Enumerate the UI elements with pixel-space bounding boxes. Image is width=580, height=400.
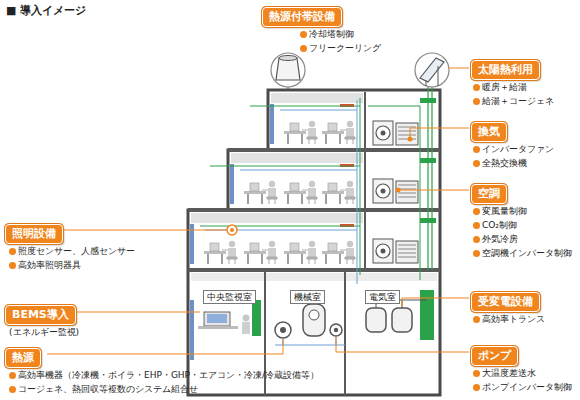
- item-text: 給湯＋コージェネ: [482, 96, 554, 106]
- bullet-dot: [300, 45, 307, 52]
- bullet-dot: [473, 316, 480, 323]
- callout-box: ポンプ大温度差送水ポンプインバータ制御: [471, 344, 518, 366]
- callout-box: BEMS導入(エネルギー監視): [5, 303, 76, 325]
- callout-heading: 熱源付帯設備: [262, 7, 342, 27]
- callout-heading: ポンプ: [471, 346, 518, 366]
- item-text: フリークーリング: [309, 43, 381, 53]
- item-text: 高効率機器（冷凍機・ボイラ・EHP・GHP・エアコン・冷凍/冷蔵設備等）: [18, 370, 319, 380]
- bullet-dot: [473, 370, 480, 377]
- bullet-dot: [473, 250, 480, 257]
- item-row: 給湯＋コージェネ: [473, 94, 554, 108]
- item-text: 空調機インバータ制御: [482, 248, 572, 258]
- item-row: 高効率トランス: [473, 312, 545, 326]
- item-text: インバータファン: [482, 144, 554, 154]
- bullet-dot: [300, 31, 307, 38]
- room-label: 中央監視室: [203, 290, 256, 304]
- item-list: 大温度差送水ポンプインバータ制御: [473, 366, 572, 394]
- bullet-dot: [9, 386, 16, 393]
- item-row: インバータファン: [473, 142, 554, 156]
- item-row: (エネルギー監視): [9, 325, 79, 339]
- item-text: 高効率トランス: [482, 314, 545, 324]
- item-list: インバータファン全熱交換機: [473, 142, 554, 170]
- room-label: 電気室: [365, 290, 400, 304]
- callout-heading: BEMS導入: [5, 305, 76, 325]
- item-row: 高効率機器（冷凍機・ボイラ・EHP・GHP・エアコン・冷凍/冷蔵設備等）: [9, 368, 319, 382]
- item-row: 変風量制御: [473, 204, 572, 218]
- item-list: 高効率機器（冷凍機・ボイラ・EHP・GHP・エアコン・冷凍/冷蔵設備等） コージェ…: [9, 368, 319, 396]
- bullet-dot: [473, 236, 480, 243]
- item-list: 冷却塔制御フリークーリング: [300, 27, 381, 55]
- item-text: 変風量制御: [482, 206, 527, 216]
- item-text: 外気冷房: [482, 234, 518, 244]
- bullet-dot: [473, 160, 480, 167]
- bullet-dot: [473, 98, 480, 105]
- item-text: ポンプインバータ制御: [482, 382, 572, 392]
- item-row: CO₂制御: [473, 218, 572, 232]
- item-text: 全熱交換機: [482, 158, 527, 168]
- bullet-dot: [9, 372, 16, 379]
- item-list: 照度センサー、人感センサー高効率照明器具: [9, 244, 135, 272]
- callout-box: 太陽熱利用暖房＋給湯給湯＋コージェネ: [471, 58, 540, 80]
- item-row: 照度センサー、人感センサー: [9, 244, 135, 258]
- bullet-dot: [473, 146, 480, 153]
- item-text: 大温度差送水: [482, 368, 536, 378]
- item-list: 高効率トランス: [473, 312, 545, 326]
- callout-heading: 太陽熱利用: [471, 60, 540, 80]
- callout-box: 熱源高効率機器（冷凍機・ボイラ・EHP・GHP・エアコン・冷凍/冷蔵設備等）コー…: [5, 346, 41, 368]
- item-text: (エネルギー監視): [9, 327, 79, 337]
- item-row: 冷却塔制御: [300, 27, 381, 41]
- room-label: 機械室: [290, 290, 325, 304]
- item-row: 高効率照明器具: [9, 258, 135, 272]
- page-title: ■ 導入イメージ: [6, 3, 86, 18]
- item-row: ポンプインバータ制御: [473, 380, 572, 394]
- item-text: 暖房＋給湯: [482, 82, 527, 92]
- bullet-dot: [473, 222, 480, 229]
- item-row: 暖房＋給湯: [473, 80, 554, 94]
- bullet-dot: [9, 248, 16, 255]
- item-row: フリークーリング: [300, 41, 381, 55]
- callout-box: 照明設備照度センサー、人感センサー高効率照明器具: [5, 222, 63, 244]
- callout-box: 換気インバータファン全熱交換機: [471, 120, 507, 142]
- item-text: CO₂制御: [482, 220, 517, 230]
- bullet-dot: [473, 208, 480, 215]
- callout-heading: 換気: [471, 122, 507, 142]
- item-row: 大温度差送水: [473, 366, 572, 380]
- item-text: 照度センサー、人感センサー: [18, 246, 135, 256]
- callout-box: 空調変風量制御CO₂制御外気冷房空調機インバータ制御: [471, 182, 507, 204]
- callout-box: 熱源付帯設備冷却塔制御フリークーリング: [262, 5, 342, 27]
- callout-heading: 受変電設備: [471, 292, 540, 312]
- callout-box: 受変電設備高効率トランス: [471, 290, 540, 312]
- item-text: 高効率照明器具: [18, 260, 81, 270]
- item-row: 外気冷房: [473, 232, 572, 246]
- bullet-dot: [9, 262, 16, 269]
- item-list: (エネルギー監視): [9, 325, 79, 339]
- item-row: コージェネ、熱回収等複数のシステム組合せ: [9, 382, 319, 396]
- bullet-dot: [473, 84, 480, 91]
- bullet-dot: [473, 384, 480, 391]
- item-list: 暖房＋給湯給湯＋コージェネ: [473, 80, 554, 108]
- item-list: 変風量制御 CO₂制御外気冷房空調機インバータ制御: [473, 204, 572, 260]
- callout-heading: 空調: [471, 184, 507, 204]
- item-row: 全熱交換機: [473, 156, 554, 170]
- item-text: 冷却塔制御: [309, 29, 354, 39]
- callout-heading: 熱源: [5, 348, 41, 368]
- callout-heading: 照明設備: [5, 224, 63, 244]
- item-row: 空調機インバータ制御: [473, 246, 572, 260]
- item-text: コージェネ、熱回収等複数のシステム組合せ: [18, 384, 198, 394]
